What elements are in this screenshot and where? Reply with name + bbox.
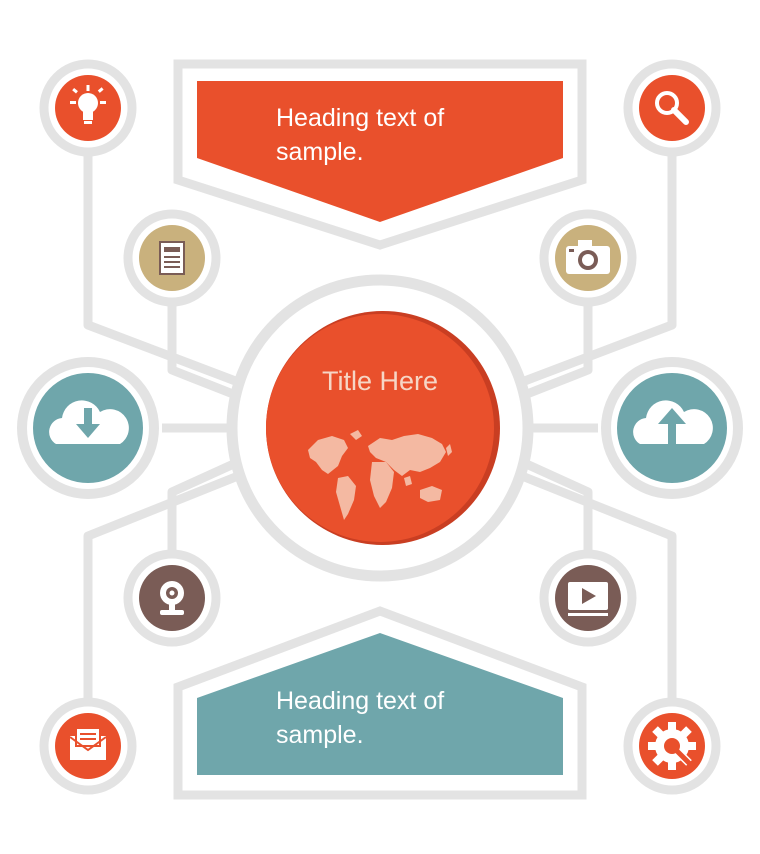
mail-icon <box>69 727 107 760</box>
heading-top-line1: Heading text of <box>276 104 445 132</box>
video-player-icon <box>568 582 608 616</box>
node-mail <box>39 697 137 795</box>
node-document <box>123 209 221 307</box>
connector-video <box>520 457 593 552</box>
heading-banner-top <box>173 59 587 250</box>
connector-lightbulb <box>83 150 240 387</box>
heading-text-top: Heading text of sample. <box>276 101 444 169</box>
node-cloud-upload <box>601 357 743 499</box>
node-lightbulb <box>39 59 137 157</box>
node-gear <box>623 697 721 795</box>
connector-document <box>167 300 240 401</box>
gear-wrench-icon <box>648 722 696 770</box>
node-webcam <box>123 549 221 647</box>
banner-bottom-fill <box>197 633 563 775</box>
lightbulb-icon <box>70 85 106 124</box>
document-icon <box>159 241 185 275</box>
center-title: Title Here <box>321 366 439 396</box>
camera-icon <box>566 240 610 274</box>
connector-gear <box>520 471 677 705</box>
node-search <box>623 59 721 157</box>
heading-bottom-line2: sample. <box>276 721 364 749</box>
search-icon <box>655 91 689 125</box>
connector-search <box>520 150 677 387</box>
world-map-icon <box>308 430 452 520</box>
connector-camera <box>520 300 593 401</box>
webcam-icon <box>160 581 184 615</box>
banner-top-fill <box>197 81 563 222</box>
heading-banner-bottom <box>173 606 587 800</box>
cloud-upload-icon <box>633 400 713 444</box>
connector-webcam <box>167 457 240 552</box>
heading-top-line2: sample. <box>276 138 364 166</box>
node-cloud-download <box>17 357 159 499</box>
heading-bottom-line1: Heading text of <box>276 687 445 715</box>
heading-text-bottom: Heading text of sample. <box>276 684 444 752</box>
cloud-download-icon <box>49 400 129 444</box>
node-camera <box>539 209 637 307</box>
connector-lines <box>83 150 677 705</box>
node-video-player <box>539 549 637 647</box>
center-hub <box>226 274 534 582</box>
connector-mail <box>83 471 240 705</box>
